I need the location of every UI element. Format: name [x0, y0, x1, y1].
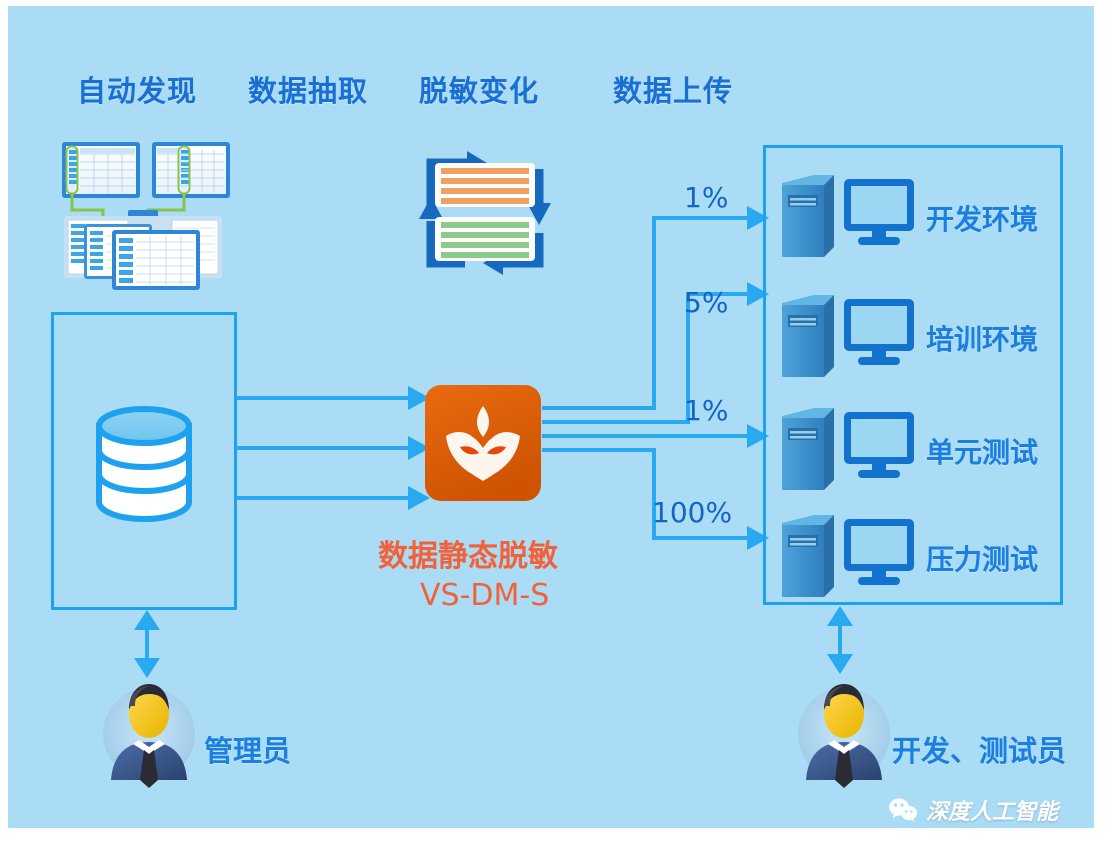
diagram-canvas: 自动发现 数据抽取 脱敏变化 数据上传: [8, 6, 1094, 828]
developer-link-arrow: [823, 606, 857, 674]
env-training-label: 培训环境: [926, 323, 1039, 356]
admin-link-arrow: [130, 610, 164, 678]
source-database-box: [51, 312, 237, 610]
header-data-upload: 数据上传: [613, 74, 734, 108]
percent-training: 5%: [684, 286, 729, 319]
actor-administrator-label: 管理员: [204, 734, 292, 768]
env-development-label: 开发环境: [926, 203, 1039, 236]
spreadsheet-tables-icon: [56, 138, 236, 293]
data-transform-cycle-icon: [415, 141, 555, 286]
engine-product-name: VS-DM-S: [420, 578, 550, 613]
watermark: 深度人工智能: [888, 794, 1058, 826]
env-unit-test-label: 单元测试: [926, 436, 1039, 469]
engine-title: 数据静态脱敏: [378, 539, 558, 574]
mask-logo-icon: [424, 384, 542, 502]
env-stress-test-icon: [778, 511, 918, 601]
header-data-extraction: 数据抽取: [248, 74, 369, 108]
percent-unit-test: 1%: [684, 394, 729, 427]
env-unit-test-icon: [778, 404, 918, 494]
env-stress-test-label: 压力测试: [926, 543, 1039, 576]
wechat-icon: [888, 797, 918, 823]
arrows-source-to-engine: [236, 386, 436, 516]
actor-administrator: [103, 676, 195, 788]
target-environments-box: [763, 145, 1063, 605]
database-cylinder-icon: [91, 404, 197, 524]
actor-developer-tester: [798, 676, 890, 788]
env-development-icon: [778, 171, 918, 261]
watermark-text: 深度人工智能: [926, 800, 1059, 825]
actor-developer-tester-label: 开发、测试员: [892, 734, 1067, 768]
env-training-icon: [778, 291, 918, 381]
header-masking-transform: 脱敏变化: [419, 74, 540, 108]
distribution-routing-lines: [542, 186, 772, 566]
header-auto-discovery: 自动发现: [77, 74, 198, 108]
percent-stress-test: 100%: [652, 496, 733, 529]
percent-development: 1%: [684, 181, 729, 214]
